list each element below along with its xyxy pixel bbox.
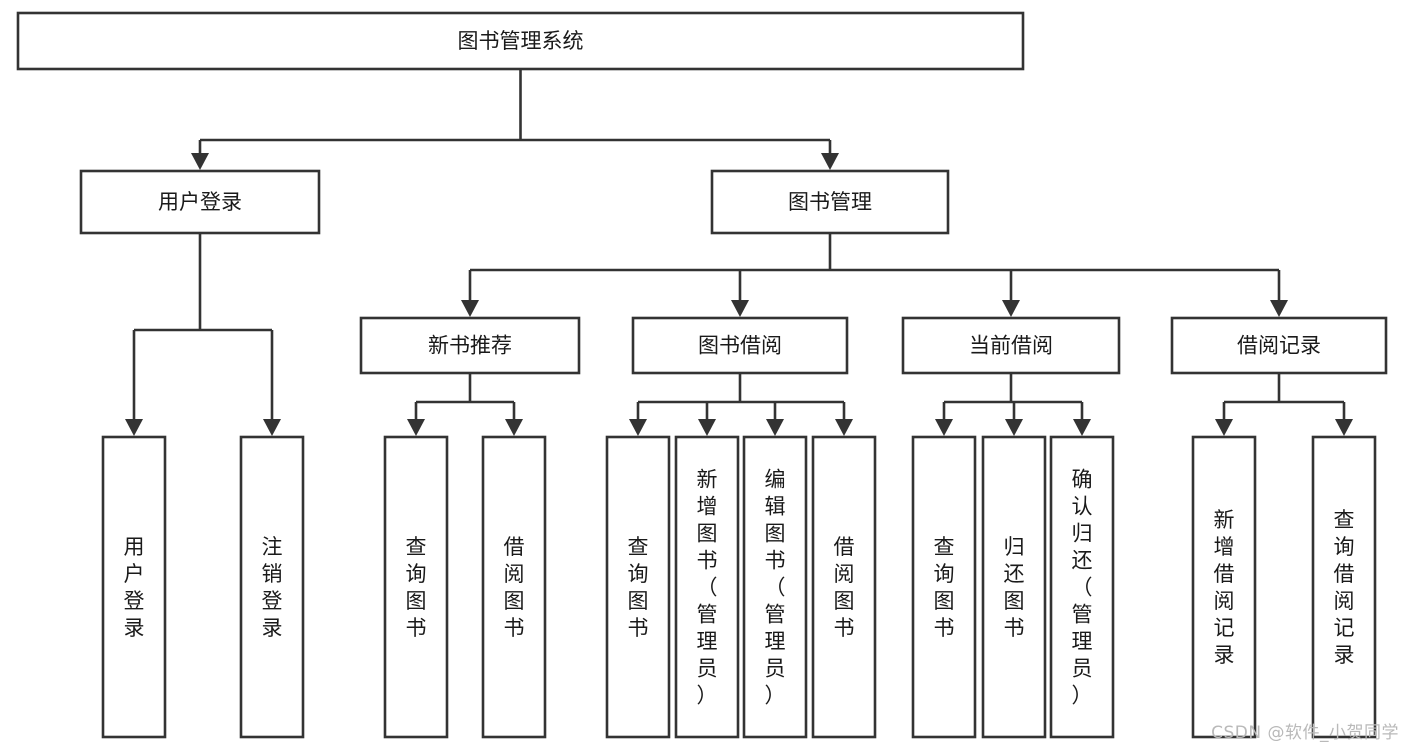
node-label: 注销登录 [262,535,283,640]
arrow-head-icon [1215,419,1233,436]
node-label: 借阅图书 [504,535,525,640]
node-label: 图书管理系统 [458,29,584,53]
arrow-head-icon [125,419,143,436]
node-label: 查询借阅记录 [1334,508,1355,667]
root-node-图书管理系统[interactable]: 图书管理系统 [16,11,1025,71]
arrow-head-icon [407,419,425,436]
arrow-head-icon [766,419,784,436]
node-label: 借阅记录 [1237,334,1321,358]
node-label: 用户登录 [158,190,242,214]
leaf-node-leaf-confirm-return[interactable]: 确认归还（管理员） [1049,435,1115,739]
node-label: 借阅图书 [834,535,855,640]
arrow-head-icon [835,419,853,436]
level3-node-borrow-record[interactable]: 借阅记录 [1170,316,1388,375]
leaf-node-leaf-edit-book[interactable]: 编辑图书（管理员） [742,435,808,739]
node-label: 编辑图书（管理员） [765,468,786,708]
leaf-node-leaf-user-login[interactable]: 用户登录 [101,435,167,739]
node-label: 新书推荐 [428,334,512,358]
node-label: 当前借阅 [969,334,1053,358]
arrow-head-icon [191,153,209,170]
level3-node-current-borrow[interactable]: 当前借阅 [901,316,1121,375]
arrow-head-icon [1005,419,1023,436]
arrow-head-icon [698,419,716,436]
arrow-head-icon [731,300,749,317]
node-label: 归还图书 [1004,535,1025,640]
node-label: 查询图书 [934,535,955,640]
arrow-head-icon [935,419,953,436]
level3-node-new-book-recommend[interactable]: 新书推荐 [359,316,581,375]
leaf-node-leaf-add-borrow-record[interactable]: 新增借阅记录 [1191,435,1257,739]
node-label: 新增图书（管理员） [697,468,718,708]
level3-node-book-borrow[interactable]: 图书借阅 [631,316,849,375]
arrow-head-icon [821,153,839,170]
node-label: 新增借阅记录 [1214,508,1235,667]
leaf-node-leaf-borrow-book-recommend[interactable]: 借阅图书 [481,435,547,739]
level2-node-book-management[interactable]: 图书管理 [710,169,950,235]
leaf-node-leaf-return-book[interactable]: 归还图书 [981,435,1047,739]
node-label: 图书借阅 [698,334,782,358]
watermark-label: CSDN @软件_小贺同学 [1211,723,1399,743]
arrow-head-icon [1073,419,1091,436]
node-label: 查询图书 [406,535,427,640]
leaf-node-leaf-query-borrow-record[interactable]: 查询借阅记录 [1311,435,1377,739]
arrow-head-icon [505,419,523,436]
node-label: 用户登录 [124,535,145,640]
node-label: 确认归还（管理员） [1072,468,1093,708]
arrow-head-icon [461,300,479,317]
arrow-head-icon [1270,300,1288,317]
leaf-node-leaf-logout[interactable]: 注销登录 [239,435,305,739]
leaf-node-leaf-borrow-book[interactable]: 借阅图书 [811,435,877,739]
leaf-node-leaf-query-book-borrow[interactable]: 查询图书 [605,435,671,739]
leaf-node-leaf-query-book-current[interactable]: 查询图书 [911,435,977,739]
arrow-head-icon [629,419,647,436]
arrow-head-icon [263,419,281,436]
leaf-node-leaf-add-book[interactable]: 新增图书（管理员） [674,435,740,739]
node-label: 查询图书 [628,535,649,640]
arrow-head-icon [1335,419,1353,436]
node-label: 图书管理 [788,190,872,214]
arrow-head-icon [1002,300,1020,317]
leaf-node-leaf-query-book-recommend[interactable]: 查询图书 [383,435,449,739]
level2-node-user-login[interactable]: 用户登录 [79,169,321,235]
